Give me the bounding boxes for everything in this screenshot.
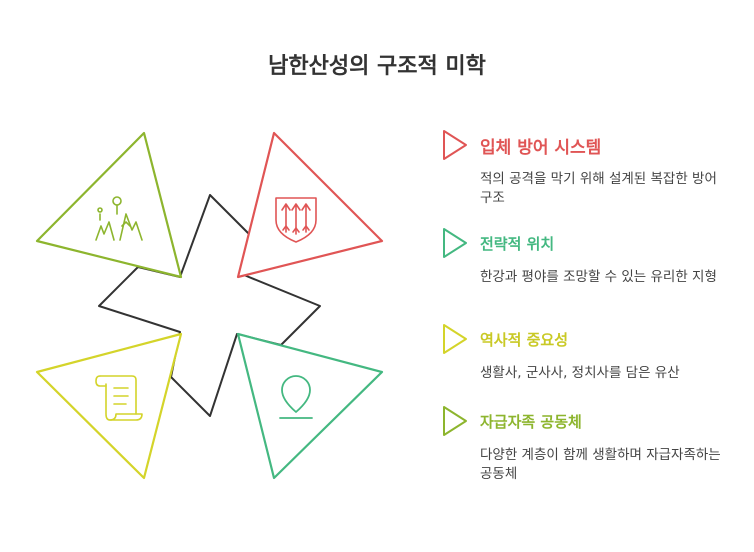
- triangle-arrow-icon: [443, 228, 467, 258]
- scroll-icon: [95, 375, 143, 421]
- triangle-yellow: [35, 332, 183, 480]
- triangle-arrow-icon: [443, 406, 467, 436]
- item-description: 다양한 계층이 함께 생활하며 자급자족하는 공동체: [480, 447, 721, 482]
- landscape-icon: [95, 196, 143, 241]
- item-title: 자급자족 공동체: [480, 412, 582, 431]
- page-title: 남한산성의 구조적 미학: [268, 54, 486, 79]
- triangle-arrow-icon: [443, 324, 467, 354]
- item-title: 입체 방어 시스템: [480, 137, 602, 158]
- item-historical-importance: 역사적 중요성 생활사, 군사사, 정치사를 담은 유산: [440, 322, 740, 383]
- item-defense-system: 입체 방어 시스템 적의 공격을 막기 위해 설계된 복잡한 방어 구조: [440, 128, 740, 208]
- triangle-red: [236, 131, 384, 279]
- item-title: 전략적 위치: [480, 234, 555, 253]
- shield-arrows-icon: [275, 197, 317, 243]
- diagram: [35, 131, 384, 480]
- item-description: 생활사, 군사사, 정치사를 담은 유산: [480, 365, 680, 381]
- item-strategic-location: 전략적 위치 한강과 평야를 조망할 수 있는 유리한 지형: [440, 226, 740, 287]
- item-title: 역사적 중요성: [480, 330, 569, 349]
- location-pin-icon: [279, 375, 313, 419]
- item-description: 한강과 평야를 조망할 수 있는 유리한 지형: [480, 269, 717, 285]
- triangle-green: [236, 332, 384, 480]
- triangle-olive: [35, 131, 183, 279]
- item-description: 적의 공격을 막기 위해 설계된 복잡한 방어 구조: [480, 171, 717, 206]
- triangle-arrow-icon: [443, 130, 467, 160]
- item-self-sufficient-community: 자급자족 공동체 다양한 계층이 함께 생활하며 자급자족하는 공동체: [440, 404, 740, 484]
